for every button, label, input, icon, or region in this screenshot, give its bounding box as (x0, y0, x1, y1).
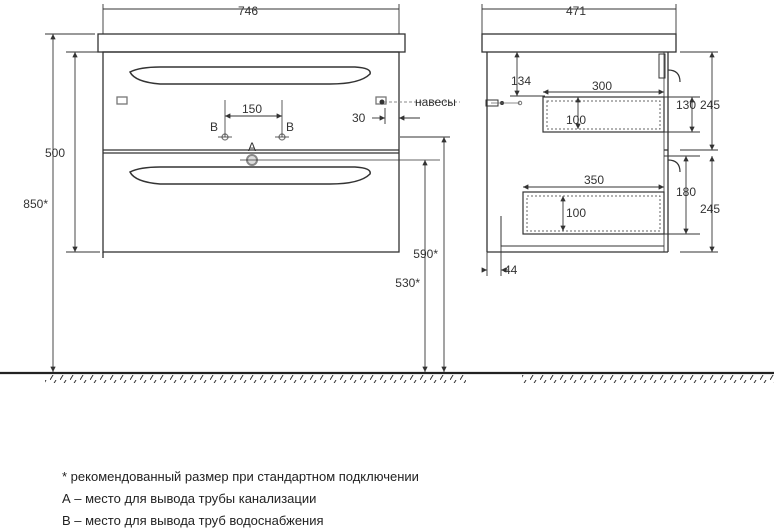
side-dimensions (481, 4, 718, 276)
front-view (97, 33, 460, 258)
floor-to-top-label: 590* (413, 247, 438, 261)
front-lower-handle (128, 166, 371, 185)
upper-section-label: 245 (700, 98, 720, 112)
depth-label: 471 (566, 4, 586, 18)
side-countertop (481, 33, 677, 53)
lower-drawer-height-label: 180 (676, 185, 696, 199)
width-label: 746 (238, 4, 258, 18)
upper-drawer-depth-label: 100 (566, 113, 586, 127)
front-countertop (97, 33, 406, 53)
note-asterisk: * рекомендованный размер при стандартном… (62, 469, 419, 484)
holes-spacing-label: 150 (242, 102, 262, 116)
upper-drawer-box (542, 96, 665, 133)
upper-drawer-height-label: 130 (676, 98, 696, 112)
lower-drawer-box (522, 191, 665, 235)
upper-drawer-width-label: 300 (592, 79, 612, 93)
total-height-label: 850* (23, 197, 48, 211)
left-hinge (116, 96, 128, 105)
hole-b-right-label: B (286, 120, 294, 134)
floor-side (466, 371, 774, 383)
hinges-label: навесы (415, 95, 456, 109)
front-cabinet-body (102, 51, 400, 253)
hole-b-left-label: B (210, 120, 218, 134)
floor-to-bottom-label: 530* (395, 276, 420, 290)
note-a: А – место для вывода трубы канализации (62, 491, 317, 506)
lower-section-label: 245 (700, 202, 720, 216)
lower-drawer-width-label: 350 (584, 173, 604, 187)
hinge-offset-label: 30 (352, 111, 366, 125)
back-offset-label: 44 (504, 263, 518, 277)
lower-drawer-depth-label: 100 (566, 206, 586, 220)
note-b: В – место для вывода труб водоснабжения (62, 513, 324, 528)
hole-a-label: A (248, 140, 256, 154)
height-label: 500 (45, 146, 65, 160)
top-offset-label: 134 (511, 74, 531, 88)
floor-front (0, 371, 466, 383)
front-dimensions (45, 4, 450, 372)
front-upper-handle (128, 66, 371, 85)
